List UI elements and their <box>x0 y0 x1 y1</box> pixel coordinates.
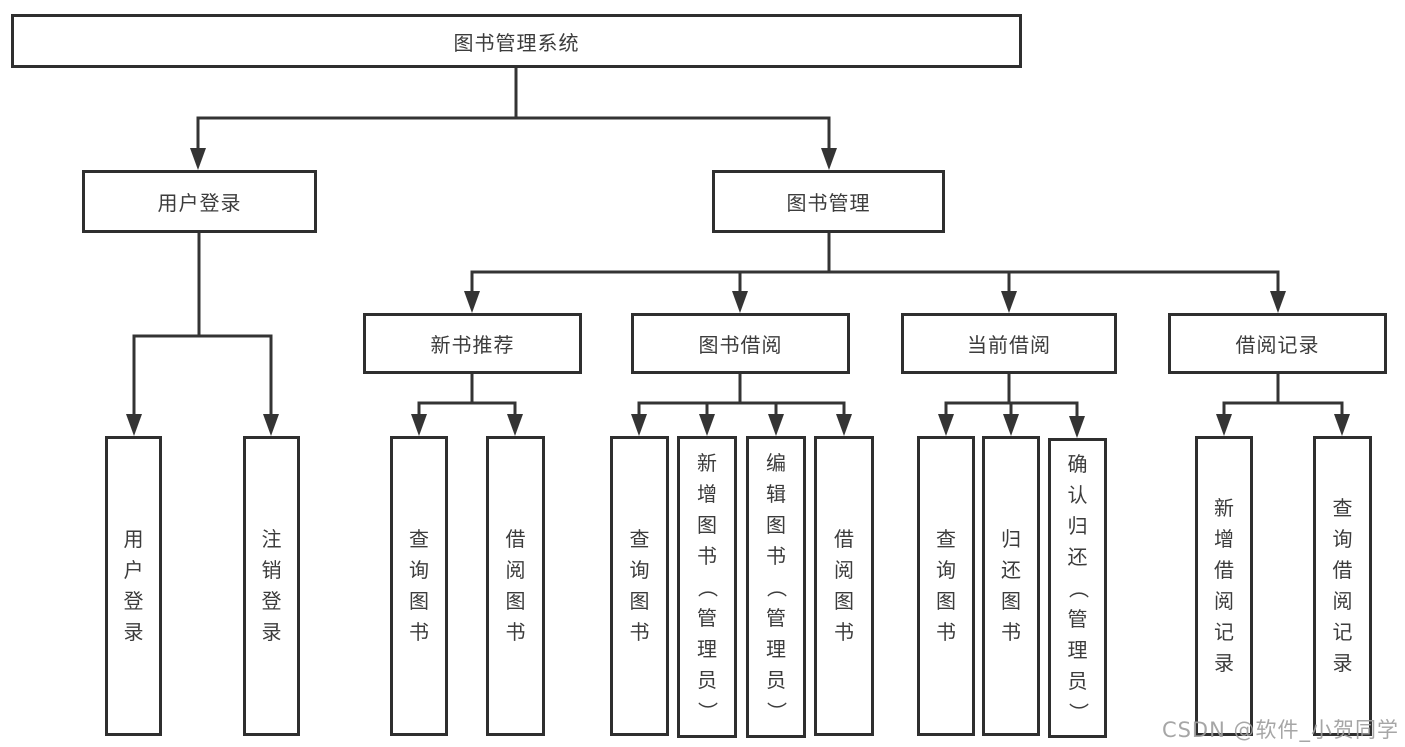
node-logout: 注销登录 <box>243 436 300 736</box>
node-br-query-record: 查询借阅记录 <box>1313 436 1372 736</box>
watermark: CSDN @软件_小贺同学 <box>1161 718 1399 742</box>
arrowhead <box>1001 291 1017 313</box>
arrowhead <box>1069 416 1085 438</box>
node-label: 图书管理 <box>786 191 871 215</box>
node-label: 编辑图书（管理员） <box>764 450 789 722</box>
arrowhead <box>768 414 784 436</box>
arrowhead <box>732 291 748 313</box>
arrowhead <box>631 414 647 436</box>
arrowhead <box>699 414 715 436</box>
arrowhead <box>1270 291 1286 313</box>
arrowhead <box>464 291 480 313</box>
node-label: 确认归还（管理员） <box>1066 451 1090 723</box>
node-label: 图书借阅 <box>698 333 783 357</box>
node-label: 查询图书 <box>629 527 650 644</box>
node-bb-add-books: 新增图书（管理员） <box>677 436 737 738</box>
node-label: 当前借阅 <box>967 333 1051 357</box>
node-nbr-query-books: 查询图书 <box>390 436 448 736</box>
node-cb-confirm-return: 确认归还（管理员） <box>1048 438 1107 738</box>
node-label: 注销登录 <box>261 527 282 644</box>
node-bb-query-books: 查询图书 <box>610 436 669 736</box>
arrowhead <box>836 414 852 436</box>
node-bb-borrow-books: 借阅图书 <box>814 436 874 736</box>
node-label: 新增借阅记录 <box>1214 496 1234 675</box>
arrowhead <box>821 148 837 170</box>
arrowhead <box>1216 414 1232 436</box>
arrowhead <box>263 414 279 436</box>
arrowhead <box>938 414 954 436</box>
node-new-book-rec: 新书推荐 <box>363 313 582 374</box>
node-book-mgmt: 图书管理 <box>712 170 945 233</box>
node-bb-edit-books: 编辑图书（管理员） <box>746 436 806 738</box>
node-label: 图书管理系统 <box>453 30 580 55</box>
node-current-borrow: 当前借阅 <box>901 313 1117 374</box>
node-br-add-record: 新增借阅记录 <box>1195 436 1253 736</box>
arrowhead <box>1334 414 1350 436</box>
node-label: 新书推荐 <box>430 333 515 357</box>
node-root: 图书管理系统 <box>11 14 1022 68</box>
node-label: 查询借阅记录 <box>1332 496 1353 675</box>
arrowhead <box>190 148 206 170</box>
node-label: 用户登录 <box>157 191 242 215</box>
node-label: 归还图书 <box>1001 527 1021 644</box>
node-label: 新增图书（管理员） <box>695 450 720 722</box>
arrowhead <box>1003 414 1019 436</box>
node-label: 查询图书 <box>409 527 429 644</box>
node-cb-return-books: 归还图书 <box>982 436 1040 736</box>
arrowhead <box>507 414 523 436</box>
node-label: 借阅记录 <box>1235 333 1320 357</box>
node-nbr-borrow-books: 借阅图书 <box>486 436 545 736</box>
node-borrow-records: 借阅记录 <box>1168 313 1387 374</box>
node-label: 借阅图书 <box>834 527 854 644</box>
node-book-borrow: 图书借阅 <box>631 313 850 374</box>
node-label: 借阅图书 <box>505 527 526 644</box>
node-login: 用户登录 <box>105 436 162 736</box>
node-cb-query-books: 查询图书 <box>917 436 975 736</box>
arrowhead <box>411 414 427 436</box>
arrowhead <box>126 414 142 436</box>
node-label: 用户登录 <box>123 527 144 644</box>
node-user-login: 用户登录 <box>82 170 317 233</box>
node-label: 查询图书 <box>936 527 956 644</box>
